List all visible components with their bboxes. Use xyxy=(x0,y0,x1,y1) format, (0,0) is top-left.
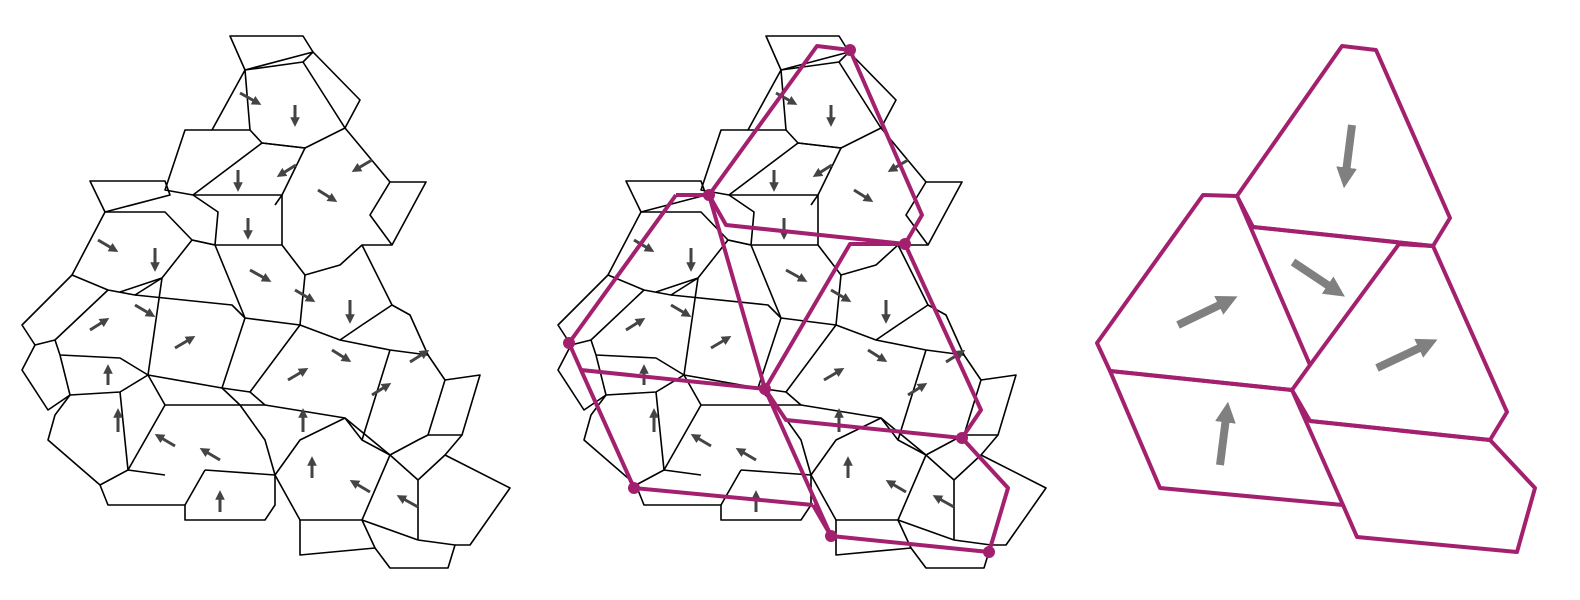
overlay-vertices xyxy=(563,44,995,558)
supertile-overlay xyxy=(567,44,1010,554)
tiling-outline xyxy=(21,35,511,569)
supertile-arrows xyxy=(1176,124,1438,466)
supertile-outline xyxy=(1095,44,1537,554)
panel-supertile xyxy=(1095,44,1537,554)
panel-tiling-overlay xyxy=(557,35,1047,569)
panel-tiling xyxy=(21,35,511,569)
